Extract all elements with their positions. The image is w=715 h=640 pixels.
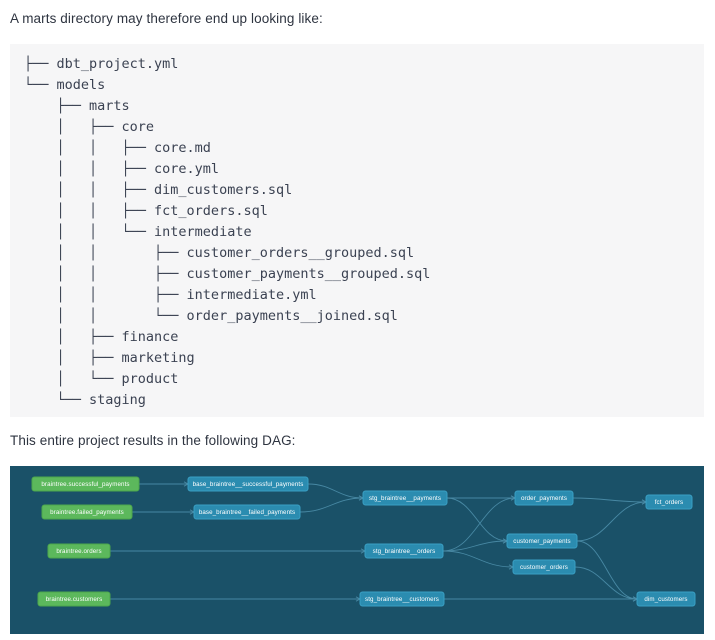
dag-panel: braintree.successful_payments braintree.f… <box>10 466 704 634</box>
dag-node-label: braintree.successful_payments <box>41 481 129 488</box>
dag-node-label: stg_braintree__payments <box>369 495 441 502</box>
dag-node-base_braintree__successful_payments[interactable]: base_braintree__successful_payments <box>187 476 309 492</box>
dag-node-box[interactable] <box>636 591 696 607</box>
dag-node-stg_braintree__payments[interactable]: stg_braintree__payments <box>362 490 448 506</box>
dag-node-braintree_orders[interactable]: braintree.orders <box>47 543 111 559</box>
dag-node-braintree_customers[interactable]: braintree.customers <box>37 591 111 607</box>
dag-node-fct_orders[interactable]: fct_orders <box>645 494 693 510</box>
dag-edge <box>307 483 364 499</box>
dag-node-layer: braintree.successful_payments braintree.f… <box>31 476 696 607</box>
dag-node-label: fct_orders <box>655 499 684 506</box>
dag-node-box[interactable] <box>514 490 574 506</box>
dag-node-label: stg_braintree__customers <box>365 596 439 603</box>
dag-node-label: base_braintree__successful_payments <box>193 481 304 488</box>
dag-node-customer_payments[interactable]: customer_payments <box>506 533 578 549</box>
dag-node-base_braintree__failed_payments[interactable]: base_braintree__failed_payments <box>193 504 301 520</box>
dag-node-label: braintree.orders <box>56 548 101 555</box>
dag-node-box[interactable] <box>37 591 111 607</box>
dag-edge-layer <box>110 481 647 602</box>
dag-node-label: braintree.failed_payments <box>50 509 124 516</box>
dag-node-box[interactable] <box>364 543 444 559</box>
dag-node-box[interactable] <box>359 591 445 607</box>
dag-node-label: base_braintree__failed_payments <box>199 509 295 516</box>
dag-edge <box>446 497 508 542</box>
dag-node-box[interactable] <box>362 490 448 506</box>
dag-edge <box>442 540 508 552</box>
dag-node-dim_customers[interactable]: dim_customers <box>636 591 696 607</box>
dag-node-box[interactable] <box>645 494 693 510</box>
dag-edge <box>299 497 364 513</box>
dag-node-box[interactable] <box>47 543 111 559</box>
dag-edge <box>442 497 516 552</box>
dag-node-stg_braintree__customers[interactable]: stg_braintree__customers <box>359 591 445 607</box>
directory-tree-code-block: ├── dbt_project.yml └── models ├── marts… <box>10 44 704 417</box>
dag-edge <box>442 550 514 568</box>
dag-node-stg_braintree__orders[interactable]: stg_braintree__orders <box>364 543 444 559</box>
dag-node-box[interactable] <box>193 504 301 520</box>
dag-node-customer_orders[interactable]: customer_orders <box>512 559 576 575</box>
dag-node-box[interactable] <box>512 559 576 575</box>
dag-node-label: customer_payments <box>513 538 570 545</box>
dag-node-label: braintree.customers <box>46 596 103 603</box>
dag-node-label: dim_customers <box>644 596 687 603</box>
dag-graph: braintree.successful_payments braintree.f… <box>31 476 696 607</box>
dag-edge <box>576 540 638 600</box>
dag-node-braintree_failed_payments[interactable]: braintree.failed_payments <box>41 504 133 520</box>
dag-caption: This entire project results in the follo… <box>10 433 296 448</box>
dag-node-label: stg_braintree__orders <box>373 548 436 555</box>
directory-tree-text: ├── dbt_project.yml └── models ├── marts… <box>24 56 431 408</box>
dag-edge <box>574 566 638 600</box>
dag-node-box[interactable] <box>506 533 578 549</box>
tree-caption: A marts directory may therefore end up l… <box>10 11 323 26</box>
dag-node-label: order_payments <box>521 495 567 502</box>
dag-node-box[interactable] <box>187 476 309 492</box>
dag-edge <box>572 497 647 503</box>
dag-edge <box>576 501 647 542</box>
dag-node-box[interactable] <box>31 476 140 492</box>
dag-node-braintree_successful_payments[interactable]: braintree.successful_payments <box>31 476 140 492</box>
dag-node-order_payments[interactable]: order_payments <box>514 490 574 506</box>
dag-node-label: customer_orders <box>520 564 568 571</box>
dag-node-box[interactable] <box>41 504 133 520</box>
